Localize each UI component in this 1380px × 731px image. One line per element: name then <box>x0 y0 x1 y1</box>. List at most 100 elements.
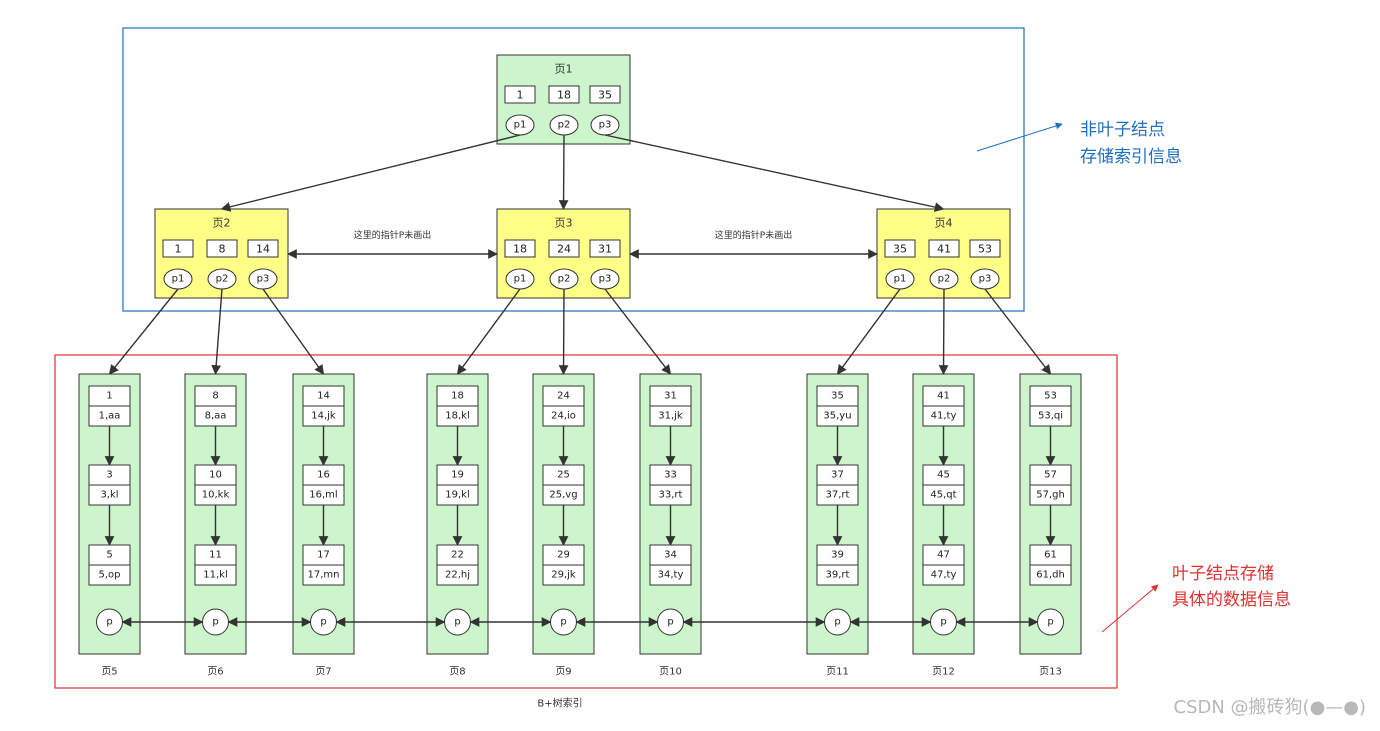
nonleaf-annotation-text: 非叶子结点 <box>1080 120 1165 140</box>
internal-page-key-cell <box>548 239 580 258</box>
leaf-record-value: 41,ty <box>931 411 957 422</box>
internal-page-title: 页3 <box>555 217 573 230</box>
leaf-record-key: 8 <box>212 391 218 402</box>
leaf-page-title: 页11 <box>826 666 849 678</box>
leaf-record-key: 45 <box>937 470 950 481</box>
leaf-record-key: 31 <box>664 391 677 402</box>
leaf-annotation-arrow <box>1101 584 1159 633</box>
root-page-title: 页1 <box>555 63 573 76</box>
leaf-region-frame <box>54 354 1118 689</box>
leaf-record-value: 16,ml <box>309 490 337 501</box>
internal-page-key-cell <box>162 239 194 258</box>
internal-page-key: 14 <box>256 243 270 256</box>
leaf-pointer-label: p <box>560 617 566 628</box>
leaf-record-value: 3,kl <box>100 490 118 501</box>
root-page-key: 18 <box>557 89 571 102</box>
leaf-record-key: 18 <box>451 391 464 402</box>
internal-page-key: 53 <box>978 243 992 256</box>
internal-page-key: 41 <box>937 243 951 256</box>
internal-page-title: 页2 <box>213 217 231 230</box>
leaf-record-key: 22 <box>451 550 464 561</box>
leaf-record-value: 47,ty <box>931 570 957 581</box>
leaf-record-key: 35 <box>831 391 844 402</box>
leaf-record-value: 45,qt <box>930 490 956 501</box>
leaf-record-key: 33 <box>664 470 677 481</box>
leaf-record-value: 57,gh <box>1036 490 1065 501</box>
leaf-pointer-label: p <box>454 617 460 628</box>
leaf-record-value: 31,jk <box>658 411 683 422</box>
leaf-record-key: 57 <box>1044 470 1057 481</box>
leaf-record-key: 1 <box>106 391 112 402</box>
leaf-pointer-label: p <box>667 617 673 628</box>
internal-page-key: 35 <box>893 243 907 256</box>
root-page-pointer-label: p1 <box>514 120 527 131</box>
internal-page-key: 8 <box>219 243 226 256</box>
leaf-record-key: 34 <box>664 550 677 561</box>
leaf-pointer-label: p <box>834 617 840 628</box>
leaf-record-key: 3 <box>106 470 112 481</box>
leaf-record-value: 8,aa <box>205 411 227 422</box>
sibling-note: 这里的指针P未画出 <box>354 229 431 241</box>
leaf-record-value: 5,op <box>98 570 120 581</box>
root-page-pointer-label: p2 <box>558 120 571 131</box>
leaf-record-key: 11 <box>209 550 222 561</box>
leaf-record-value: 39,rt <box>826 570 850 581</box>
leaf-page-title: 页12 <box>932 666 955 678</box>
leaf-record-key: 41 <box>937 391 950 402</box>
leaf-record-key: 47 <box>937 550 950 561</box>
leaf-record-value: 11,kl <box>203 570 227 581</box>
leaf-record-value: 14,jk <box>311 411 336 422</box>
leaf-annotation-text: 具体的数据信息 <box>1172 590 1291 610</box>
internal-to-leaf-arrow <box>108 288 179 375</box>
internal-to-leaf-arrow <box>211 288 223 375</box>
leaf-pointer-label: p <box>212 617 218 628</box>
internal-page-key-cell <box>969 239 1001 258</box>
internal-page-key-cell <box>928 239 960 258</box>
leaf-record-key: 29 <box>557 550 570 561</box>
leaf-record-key: 19 <box>451 470 464 481</box>
internal-page-pointer-label: p2 <box>938 274 951 285</box>
leaf-record-value: 53,qi <box>1038 411 1063 422</box>
leaf-annotation-text: 叶子结点存储 <box>1172 564 1274 584</box>
internal-to-leaf-arrow <box>984 288 1052 375</box>
leaf-record-key: 61 <box>1044 550 1057 561</box>
leaf-record-value: 18,kl <box>445 411 469 422</box>
leaf-record-key: 25 <box>557 470 570 481</box>
internal-page-key: 18 <box>513 243 527 256</box>
internal-page-key: 24 <box>557 243 571 256</box>
root-page-key-cell <box>589 85 621 104</box>
internal-page-key-cell <box>884 239 916 258</box>
root-to-internal-arrow <box>604 134 945 212</box>
leaf-page-title: 页13 <box>1039 666 1062 678</box>
leaf-record-key: 16 <box>317 470 330 481</box>
leaf-record-value: 22,hj <box>445 570 470 581</box>
internal-page-pointer-label: p3 <box>599 274 612 285</box>
internal-page-pointer-label: p3 <box>979 274 992 285</box>
internal-to-leaf-arrow <box>836 288 901 375</box>
leaf-record-key: 24 <box>557 391 570 402</box>
root-to-internal-arrow <box>558 134 569 210</box>
leaf-record-value: 24,io <box>551 411 576 422</box>
root-page-key-cell <box>504 85 536 104</box>
leaf-page-title: 页9 <box>555 666 571 678</box>
watermark: CSDN @搬砖狗(●—●) <box>1173 697 1367 718</box>
leaf-record-value: 33,rt <box>659 490 683 501</box>
internal-page-title: 页4 <box>935 217 953 230</box>
internal-page-key-cell <box>206 239 238 258</box>
internal-page-key-cell <box>589 239 621 258</box>
leaf-record-value: 34,ty <box>658 570 684 581</box>
leaf-record-key: 5 <box>106 550 112 561</box>
root-page-key: 1 <box>517 89 524 102</box>
nonleaf-annotation-arrow <box>976 122 1063 152</box>
leaf-record-key: 37 <box>831 470 844 481</box>
leaf-record-value: 19,kl <box>445 490 469 501</box>
root-page-key-cell <box>548 85 580 104</box>
